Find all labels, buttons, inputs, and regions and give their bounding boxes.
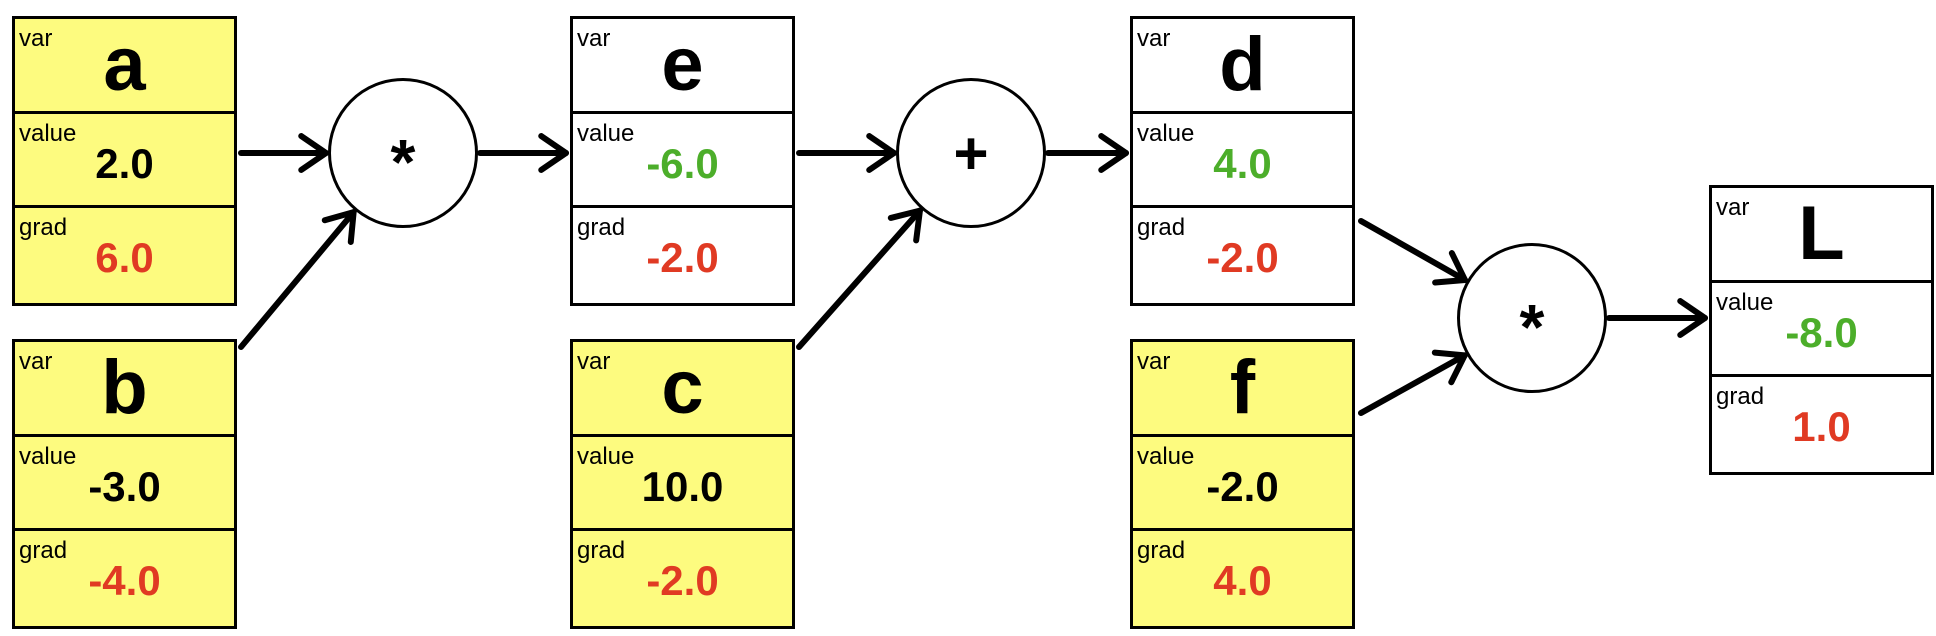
node-L-name: L (1798, 191, 1845, 276)
edge-f-to-op3 (1358, 349, 1468, 416)
operation-symbol: + (953, 119, 989, 187)
node-b-var-row: var b (15, 342, 234, 437)
node-d-value-row: value 4.0 (1133, 114, 1352, 209)
value-label: value (577, 119, 635, 147)
value-label: value (577, 442, 635, 470)
value-label: value (1137, 442, 1195, 470)
edge-op2-to-d (1045, 133, 1129, 173)
node-f: var f value -2.0 grad 4.0 (1130, 339, 1355, 629)
node-c-value: 10.0 (641, 462, 724, 510)
var-label: var (1716, 194, 1750, 221)
node-f-grad-row: grad 4.0 (1133, 531, 1352, 626)
node-e-grad: -2.0 (646, 234, 719, 282)
var-label: var (577, 25, 611, 52)
node-d-grad-row: grad -2.0 (1133, 208, 1352, 303)
grad-label: grad (19, 537, 68, 565)
node-c-var-row: var c (573, 342, 792, 437)
operation-symbol: * (390, 126, 416, 198)
grad-label: grad (1137, 214, 1186, 242)
node-b-grad-row: grad -4.0 (15, 531, 234, 626)
var-label: var (19, 348, 53, 375)
node-c-grad-row: grad -2.0 (573, 531, 792, 626)
node-f-value-row: value -2.0 (1133, 437, 1352, 532)
edge-a-to-op1 (238, 133, 329, 173)
value-label: value (19, 119, 77, 147)
node-d-grad: -2.0 (1206, 234, 1279, 282)
node-f-value: -2.0 (1206, 462, 1279, 510)
grad-label: grad (577, 214, 626, 242)
node-a-grad: 6.0 (95, 234, 154, 282)
var-label: var (1137, 348, 1171, 375)
node-L-grad: 1.0 (1792, 403, 1851, 451)
edge-e-to-op2 (796, 133, 897, 173)
node-b-value: -3.0 (88, 462, 161, 510)
var-label: var (19, 25, 53, 52)
var-label: var (577, 348, 611, 375)
node-L-value-row: value -8.0 (1712, 283, 1931, 378)
grad-label: grad (19, 214, 68, 242)
node-a-var-row: var a (15, 19, 234, 114)
node-a-value: 2.0 (95, 139, 154, 187)
node-e-value: -6.0 (646, 139, 719, 187)
operation-op1: * (328, 78, 478, 228)
node-a-grad-row: grad 6.0 (15, 208, 234, 303)
node-d-var-row: var d (1133, 19, 1352, 114)
operation-op3: * (1457, 243, 1607, 393)
operation-symbol: * (1519, 291, 1545, 363)
edge-c-to-op2 (796, 207, 923, 350)
node-e-value-row: value -6.0 (573, 114, 792, 209)
node-L-var-row: var L (1712, 188, 1931, 283)
node-L-value: -8.0 (1785, 308, 1858, 356)
grad-label: grad (1137, 537, 1186, 565)
node-f-grad: 4.0 (1213, 557, 1272, 605)
value-label: value (19, 442, 77, 470)
node-e-name: e (661, 22, 704, 107)
node-b-value-row: value -3.0 (15, 437, 234, 532)
edge-b-to-op1 (238, 209, 357, 350)
operation-op2: + (896, 78, 1046, 228)
node-e-var-row: var e (573, 19, 792, 114)
node-d-name: d (1219, 22, 1266, 107)
node-c-grad: -2.0 (646, 557, 719, 605)
edge-op3-to-L (1606, 298, 1708, 338)
node-L-grad-row: grad 1.0 (1712, 377, 1931, 472)
node-b-grad: -4.0 (88, 557, 161, 605)
grad-label: grad (577, 537, 626, 565)
edge-d-to-op3 (1358, 218, 1469, 286)
var-label: var (1137, 25, 1171, 52)
value-label: value (1137, 119, 1195, 147)
node-d-value: 4.0 (1213, 139, 1272, 187)
node-e-grad-row: grad -2.0 (573, 208, 792, 303)
node-f-name: f (1229, 345, 1256, 430)
value-label: value (1716, 288, 1774, 316)
node-b-name: b (101, 345, 148, 430)
node-c-name: c (661, 345, 704, 430)
node-a-name: a (103, 22, 146, 107)
node-a-value-row: value 2.0 (15, 114, 234, 209)
grad-label: grad (1716, 383, 1765, 411)
edge-op1-to-e (477, 133, 569, 173)
node-f-var-row: var f (1133, 342, 1352, 437)
